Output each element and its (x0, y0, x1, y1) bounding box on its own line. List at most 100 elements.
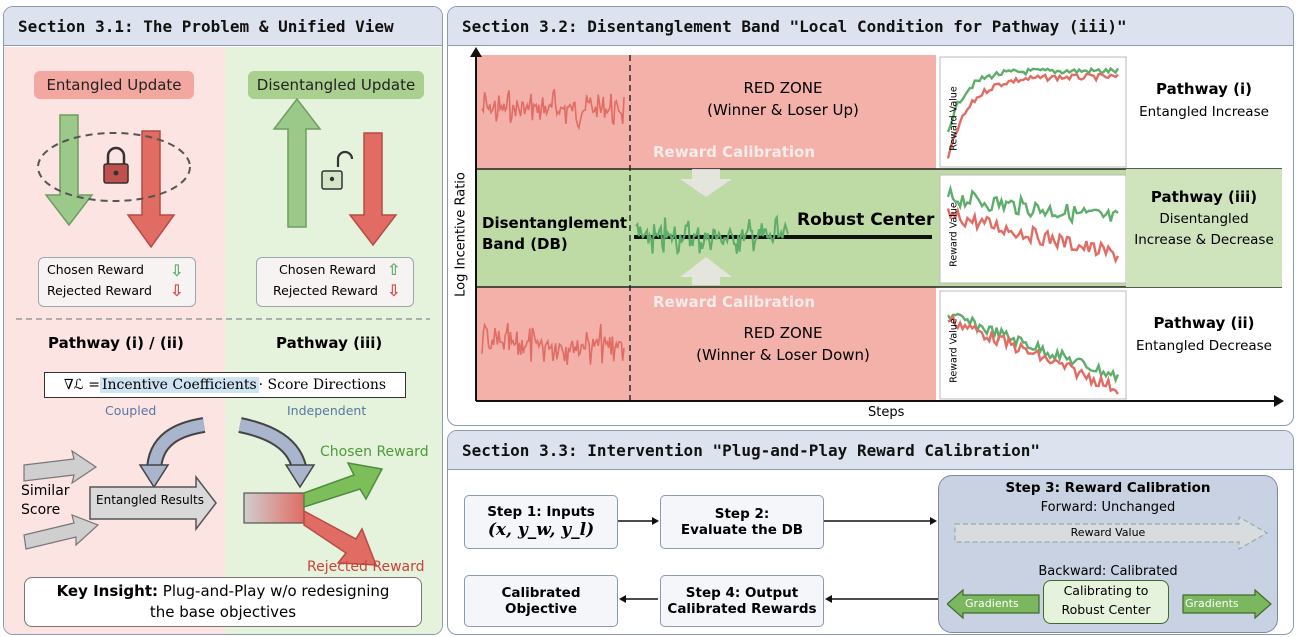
disentangled-green-up-arrow (272, 97, 322, 228)
red-zone-top (476, 55, 936, 169)
reward-value-arrow (954, 516, 1269, 550)
lock-icon (103, 146, 129, 184)
mini-i-chosen (946, 66, 1120, 133)
chosen-reward-label: Chosen Reward (320, 444, 429, 460)
noise-trace-bottom (481, 322, 625, 365)
formula-rest: · Score Directions (258, 377, 387, 393)
section-3-3-title: Section 3.3: Intervention "Plug-and-Play… (448, 431, 1293, 470)
split-stem (243, 492, 305, 524)
coupled-curved-arrow (138, 417, 206, 489)
calibrated-objective-label: Calibrated Objective (501, 585, 581, 617)
mini-plot-i (939, 56, 1127, 168)
similar-score-arrow-bottom (23, 514, 100, 550)
mini-plot-ii (939, 290, 1127, 400)
gradients-right-arrow (1182, 588, 1272, 620)
key-insight-box: Key Insight: Plug-and-Play w/o redesigni… (24, 577, 422, 627)
calibration-up-arrow (680, 257, 732, 285)
mini-ylabel-i: Reward Value (948, 86, 960, 151)
db-label: Disentanglement Band (DB) (482, 213, 627, 255)
entangled-green-down-arrow (44, 114, 94, 227)
section-3-1-graphics (16, 97, 430, 566)
x-axis-label: Steps (868, 405, 905, 420)
pathway-i-sub: Entangled Increase (1139, 104, 1269, 120)
entangled-red-down-arrow (126, 130, 176, 249)
disentangled-red-down-arrow (348, 132, 398, 247)
entangle-dashed-ellipse (37, 132, 191, 202)
pathway-iii-text: Pathway (iii) Disentangled Increase & De… (1126, 185, 1282, 251)
down-arrow-icon: ⇩ (170, 281, 184, 300)
mini-i-rejected (946, 72, 1119, 159)
disentangled-update-label: Disentangled Update (248, 71, 424, 99)
formula-lhs: ∇ℒ = (63, 377, 100, 393)
key-insight-text: Plug-and-Play w/o redesigning (158, 582, 390, 600)
gradients-left-arrow (947, 588, 1040, 620)
mini-ylabel-ii: Reward Value (948, 318, 960, 383)
chosen-reward-arrow (303, 462, 384, 509)
red-zone-bottom-sub: (Winner & Loser Down) (696, 346, 870, 364)
similar-score-arrow-top (23, 449, 98, 485)
pathway-i-ii-label: Pathway (i) / (ii) (48, 334, 184, 352)
step-1-box: Step 1: Inputs (x, y_w, y_l) (464, 495, 618, 549)
reward-calibration-bottom: Reward Calibration (653, 293, 816, 311)
step-2-box: Step 2: Evaluate the DB (660, 495, 824, 549)
section-3-1-title: Section 3.1: The Problem & Unified View (4, 7, 442, 46)
step-2-title: Step 2: (714, 506, 770, 522)
unlock-icon (321, 150, 354, 190)
red-zone-bottom-label: RED ZONE (Winner & Loser Down) (668, 322, 898, 366)
backward-label: Backward: Calibrated (1038, 564, 1178, 579)
gradients-left-label: Gradients (965, 597, 1019, 610)
formula-coefficients: Incentive Coefficients (99, 377, 259, 393)
pathway-i-title: Pathway (i) (1156, 80, 1252, 98)
gradients-right-label: Gradients (1185, 597, 1239, 610)
key-insight-text2: the base objectives (149, 603, 297, 621)
calibrating-line-1: Calibrating to (1063, 583, 1149, 598)
gradient-formula: ∇ℒ = Incentive Coefficients · Score Dire… (44, 372, 406, 398)
calibration-down-arrow (680, 169, 732, 197)
y-axis-label: Log Incentive Ratio (453, 172, 469, 297)
similar-line-1: Similar (21, 483, 70, 499)
red-zone-bottom-title: RED ZONE (743, 324, 823, 342)
step-4-box: Step 4: Output Calibrated Rewards (660, 575, 824, 627)
robust-center-label: Robust Center (795, 210, 937, 230)
legend-right: Chosen Reward ⇧ Rejected Reward ⇩ (256, 257, 414, 307)
forward-label: Forward: Unchanged (1040, 500, 1176, 515)
legend-right-rejected: Rejected Reward (273, 283, 378, 298)
db-line-1: Disentanglement (482, 214, 628, 232)
pathway-iii-highlight (1126, 169, 1282, 287)
step-3-box: Step 3: Reward Calibration Forward: Unch… (938, 475, 1278, 633)
db-line-2: Band (DB) (482, 235, 568, 253)
pathway-i-text: Pathway (i) Entangled Increase (1126, 77, 1282, 123)
legend-right-chosen: Chosen Reward (279, 262, 376, 277)
pathway-iii-sub1: Disentangled (1159, 211, 1249, 227)
red-zone-bottom (476, 287, 936, 401)
red-zone-top-title: RED ZONE (743, 79, 823, 97)
step-1-math: (x, y_w, y_l) (487, 520, 595, 540)
red-zone-top-label: RED ZONE (Winner & Loser Up) (678, 77, 888, 121)
pathway-ii-title: Pathway (ii) (1153, 314, 1255, 332)
step-2-sub: Evaluate the DB (680, 522, 804, 538)
pathway-iii-sub2: Increase & Decrease (1134, 232, 1274, 248)
legend-left-rejected: Rejected Reward (47, 283, 152, 298)
section-3-1-panel: Section 3.1: The Problem & Unified View … (3, 6, 443, 635)
entangled-results-arrow (89, 474, 217, 532)
gradient-arrows (947, 588, 1272, 620)
pathway-ii-text: Pathway (ii) Entangled Decrease (1126, 311, 1282, 357)
legend-left-chosen: Chosen Reward (47, 262, 144, 277)
pathway-iii-title: Pathway (iii) (1150, 188, 1258, 206)
calibrating-box: Calibrating to Robust Center (1043, 580, 1169, 624)
entangled-results-label: Entangled Results (96, 493, 204, 507)
section-3-2-panel: Section 3.2: Disentanglement Band "Local… (447, 6, 1294, 426)
reward-calibration-top: Reward Calibration (653, 143, 816, 161)
reward-value-label: Reward Value (1070, 526, 1146, 539)
up-arrow-icon: ⇧ (387, 260, 401, 279)
legend-left: Chosen Reward ⇩ Rejected Reward ⇩ (38, 257, 196, 307)
independent-curved-arrow (238, 417, 316, 489)
mini-ii-rejected (947, 313, 1119, 395)
step-4-title: Step 4: Output (685, 585, 799, 601)
step-1-title: Step 1: Inputs (487, 504, 595, 520)
key-insight-bold: Key Insight: (56, 582, 159, 600)
mini-iii-rejected (946, 206, 1120, 265)
similar-score-label: Similar Score (21, 482, 70, 520)
similar-line-2: Score (21, 502, 61, 518)
mini-iii-chosen (946, 184, 1119, 226)
